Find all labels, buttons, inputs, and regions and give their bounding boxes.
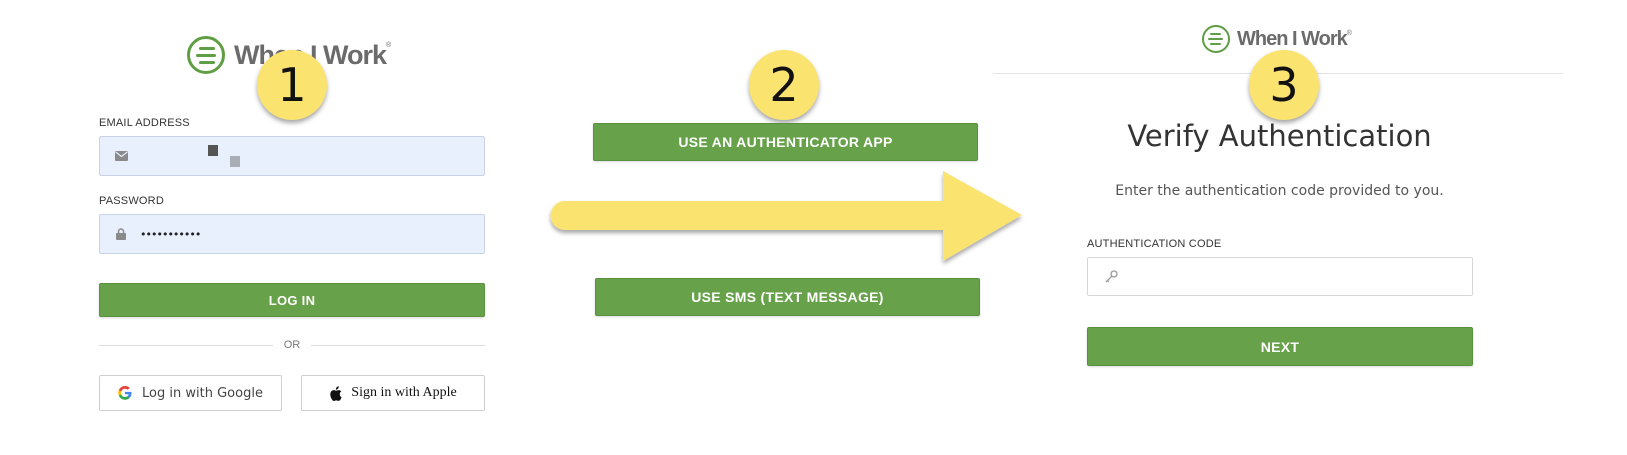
- or-text: OR: [283, 339, 301, 351]
- sms-button[interactable]: USE SMS (TEXT MESSAGE): [595, 278, 980, 316]
- next-button[interactable]: NEXT: [1087, 327, 1473, 366]
- step-badge-1: 1: [257, 50, 327, 120]
- google-login-button[interactable]: Log in with Google: [99, 375, 282, 411]
- page-title: Verify Authentication: [1127, 119, 1432, 153]
- apple-login-button[interactable]: Sign in with Apple: [301, 375, 485, 411]
- brand-logo-3: When I Work®: [1202, 25, 1352, 53]
- step-badge-3: 3: [1249, 50, 1319, 120]
- email-label: EMAIL ADDRESS: [99, 117, 190, 129]
- google-icon: [118, 386, 132, 400]
- password-input[interactable]: [140, 227, 440, 241]
- apple-button-label: Sign in with Apple: [351, 385, 457, 400]
- envelope-icon: [114, 149, 128, 163]
- authenticator-app-button[interactable]: USE AN AUTHENTICATOR APP: [593, 123, 978, 161]
- or-divider-right: [311, 345, 485, 346]
- step-badge-2: 2: [749, 50, 819, 120]
- arrow-right-icon: [550, 171, 1022, 261]
- password-label: PASSWORD: [99, 195, 164, 207]
- logo-mark-icon: [187, 36, 225, 74]
- email-field[interactable]: [99, 136, 485, 176]
- or-divider-left: [99, 345, 273, 346]
- redacted-mark: [208, 145, 218, 156]
- email-input[interactable]: [140, 148, 440, 164]
- auth-code-field[interactable]: [1087, 257, 1473, 296]
- apple-icon: [329, 385, 342, 401]
- auth-code-input[interactable]: [1130, 269, 1430, 284]
- password-field[interactable]: [99, 214, 485, 254]
- page-subtitle: Enter the authentication code provided t…: [1115, 183, 1444, 199]
- google-button-label: Log in with Google: [142, 385, 263, 401]
- key-icon: [1104, 270, 1118, 284]
- logo-mark-icon: [1202, 25, 1230, 53]
- auth-code-label: AUTHENTICATION CODE: [1087, 238, 1222, 250]
- redacted-mark: [230, 156, 240, 167]
- lock-icon: [114, 227, 128, 241]
- login-button[interactable]: LOG IN: [99, 283, 485, 317]
- brand-name: When I Work®: [1237, 27, 1352, 50]
